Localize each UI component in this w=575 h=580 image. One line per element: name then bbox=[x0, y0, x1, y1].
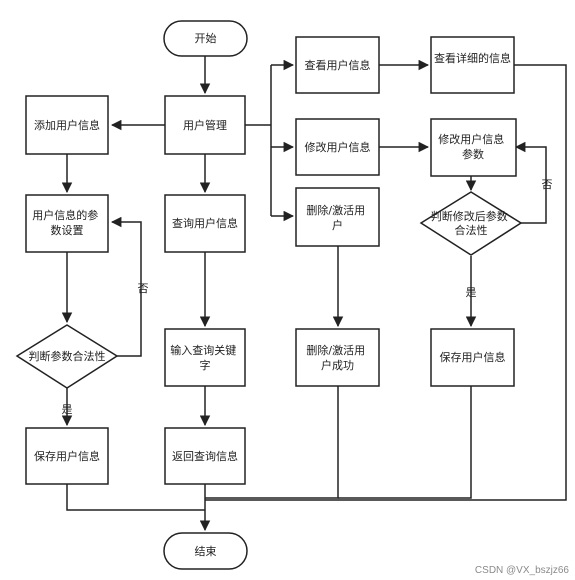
query-user-node: 查询用户信息 bbox=[164, 194, 246, 253]
no-label-right: 否 bbox=[542, 178, 553, 191]
modify-user-node: 修改用户信息 bbox=[295, 118, 380, 176]
delete-success-label: 删除/激活用 户成功 bbox=[306, 343, 368, 372]
check-params-label: 判断参数合法性 bbox=[29, 349, 106, 363]
watermark: CSDN @VX_bszjz66 bbox=[474, 565, 569, 576]
modify-params-label: 修改用户信息 参数 bbox=[438, 132, 508, 161]
param-setting-node: 用户信息的参 数设置 bbox=[25, 194, 109, 253]
start-node: 开始 bbox=[163, 20, 248, 57]
save-user-right-node: 保存用户信息 bbox=[430, 328, 515, 387]
user-mgmt-label: 用户管理 bbox=[183, 118, 227, 132]
check-params-decision: 判断参数合法性 bbox=[15, 324, 119, 389]
delete-success-node: 删除/激活用 户成功 bbox=[295, 328, 380, 387]
return-query-label: 返回查询信息 bbox=[172, 449, 238, 463]
delete-activate-node: 删除/激活用 户 bbox=[295, 187, 380, 247]
input-keyword-node: 输入查询关键 字 bbox=[164, 328, 246, 387]
edges bbox=[61, 56, 567, 532]
delete-activate-label: 删除/激活用 户 bbox=[306, 203, 368, 232]
view-detail-node: 查看详细的信息 bbox=[430, 36, 515, 94]
check-modified-decision: 判断修改后参数 合法性 bbox=[419, 191, 523, 256]
start-label: 开始 bbox=[195, 31, 217, 45]
view-detail-label: 查看详细的信息 bbox=[434, 51, 511, 65]
save-user-left-label: 保存用户信息 bbox=[34, 449, 100, 463]
add-user-label: 添加用户信息 bbox=[34, 118, 100, 132]
param-setting-label: 用户信息的参 数设置 bbox=[32, 208, 102, 237]
input-keyword-label: 输入查询关键 字 bbox=[170, 343, 240, 372]
save-user-right-label: 保存用户信息 bbox=[440, 350, 506, 364]
return-query-node: 返回查询信息 bbox=[164, 427, 246, 485]
end-label: 结束 bbox=[195, 545, 217, 558]
add-user-node: 添加用户信息 bbox=[25, 95, 109, 155]
no-label-left: 否 bbox=[138, 282, 149, 295]
yes-label-left: 是 bbox=[62, 403, 73, 416]
user-mgmt-node: 用户管理 bbox=[164, 95, 246, 155]
query-user-label: 查询用户信息 bbox=[172, 216, 238, 230]
modify-params-node: 修改用户信息 参数 bbox=[430, 118, 517, 177]
view-user-node: 查看用户信息 bbox=[295, 36, 380, 94]
check-modified-label: 判断修改后参数 合法性 bbox=[431, 209, 512, 237]
view-user-label: 查看用户信息 bbox=[305, 58, 371, 72]
modify-user-label: 修改用户信息 bbox=[305, 140, 371, 154]
yes-label-right: 是 bbox=[466, 286, 477, 299]
save-user-left-node: 保存用户信息 bbox=[25, 427, 109, 485]
end-node: 结束 bbox=[163, 532, 248, 570]
